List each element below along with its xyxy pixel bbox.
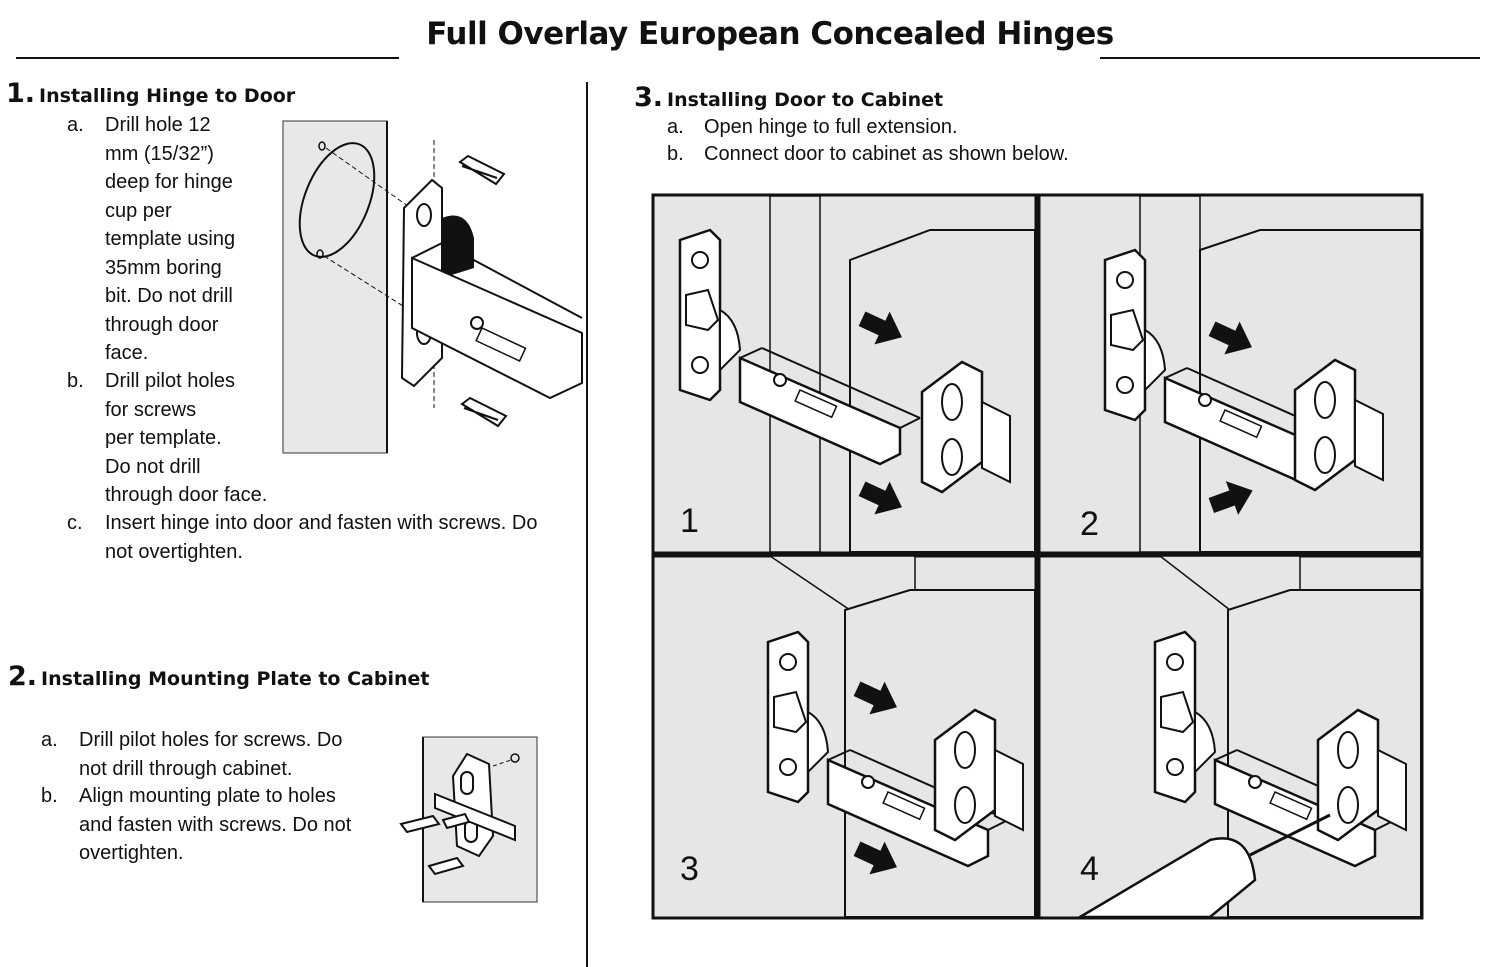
text-line: Connect door to cabinet as shown below. xyxy=(704,143,1069,165)
text-line: face. xyxy=(105,342,149,364)
text-line: through door face. xyxy=(105,484,268,506)
step-number: 4 xyxy=(1080,850,1099,888)
item-label: b. xyxy=(41,785,58,807)
text-line: mm (15/32”) xyxy=(105,142,214,165)
text-line: Drill hole 12 xyxy=(105,114,211,136)
text-line: deep for hinge xyxy=(105,171,233,193)
hinge-to-door-illustration xyxy=(282,120,583,454)
text-line: bit. Do not drill xyxy=(105,285,233,307)
section-number: 3. xyxy=(634,82,664,113)
text-line: Drill pilot holes for screws. Do xyxy=(79,729,343,751)
item-label: a. xyxy=(67,114,84,136)
text-line: Insert hinge into door and fasten with s… xyxy=(105,512,538,534)
text-line: and fasten with screws. Do not xyxy=(79,813,352,836)
item-label: a. xyxy=(41,729,58,751)
step-number: 3 xyxy=(680,850,699,888)
section-title: Installing Hinge to Door xyxy=(39,85,296,107)
text-line: Do not drill xyxy=(105,455,201,478)
title-rule-left xyxy=(16,57,399,59)
section-2-heading: 2.Installing Mounting Plate to Cabinet xyxy=(8,661,429,692)
step-panel-4: 4 xyxy=(1037,554,1424,920)
text-line: not overtighten. xyxy=(105,540,243,563)
column-divider xyxy=(586,82,588,967)
text-line: Drill pilot holes xyxy=(105,370,236,392)
section-title: Installing Door to Cabinet xyxy=(667,89,944,111)
title-rule-right xyxy=(1100,57,1480,59)
step-panel-1: 1 xyxy=(651,193,1038,555)
section-3-heading: 3.Installing Door to Cabinet xyxy=(634,82,943,113)
step-number: 1 xyxy=(680,502,699,540)
text-line: overtighten. xyxy=(79,842,184,864)
item-label: b. xyxy=(667,143,684,165)
text-line: per template. xyxy=(105,427,222,449)
step-panel-3: 3 xyxy=(651,554,1038,920)
text-line: 35mm boring xyxy=(105,256,222,279)
mounting-plate-illustration xyxy=(399,736,538,903)
text-line: not drill through cabinet. xyxy=(79,757,293,780)
text-line: through door xyxy=(105,313,219,336)
item-label: c. xyxy=(67,512,83,534)
page-title: Full Overlay European Concealed Hinges xyxy=(426,16,1114,52)
text-line: Open hinge to full extension. xyxy=(704,116,958,138)
section-number: 1. xyxy=(6,78,36,109)
text-line: template using xyxy=(105,228,236,250)
section-title: Installing Mounting Plate to Cabinet xyxy=(41,668,430,690)
text-line: for screws xyxy=(105,398,197,421)
section-number: 2. xyxy=(8,661,38,692)
text-line: cup per xyxy=(105,199,172,222)
step-number: 2 xyxy=(1080,505,1099,543)
installation-steps-grid: 1 2 3 4 xyxy=(651,193,1424,920)
section-1-heading: 1.Installing Hinge to Door xyxy=(6,78,295,109)
text-line: Align mounting plate to holes xyxy=(79,785,336,807)
screwdriver-handle xyxy=(1075,837,1257,919)
item-label: a. xyxy=(667,116,684,138)
item-label: b. xyxy=(67,370,84,392)
step-panel-2: 2 xyxy=(1037,193,1424,555)
screwdriver-shaft xyxy=(1249,813,1331,857)
